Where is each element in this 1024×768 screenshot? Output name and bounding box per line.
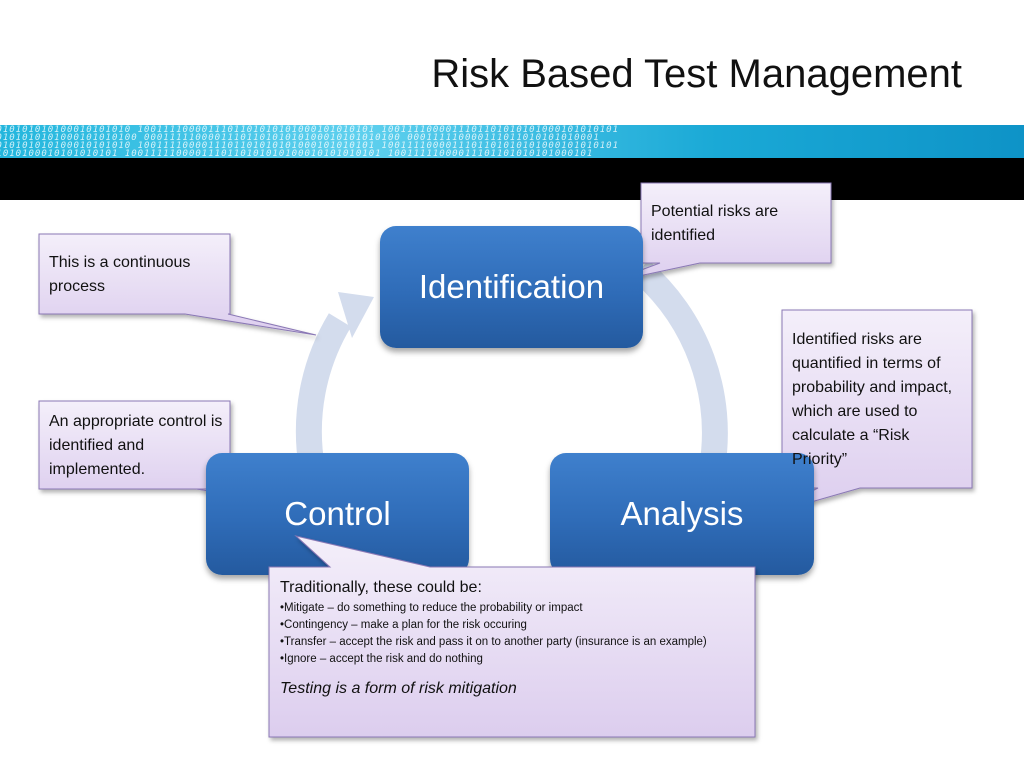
list-item: Ignore – accept the risk and do nothing: [280, 651, 744, 668]
callout-traditional-heading: Traditionally, these could be:: [280, 579, 482, 596]
callout-traditional-footer: Testing is a form of risk mitigation: [280, 680, 517, 697]
node-analysis: Analysis: [550, 453, 814, 575]
callout-traditional: Traditionally, these could be: Mitigate …: [270, 568, 754, 736]
callout-traditional-list: Mitigate – do something to reduce the pr…: [280, 600, 744, 668]
callout-continuous-text: This is a continuous process: [49, 254, 191, 295]
binary-text-row: 01010100010101010101 1001111100001110110…: [0, 149, 594, 159]
binary-banner: 1010101010100010101010 10011110000111011…: [0, 125, 1024, 158]
callout-potential-risks-box: [605, 182, 832, 284]
binary-text-row: 1010101010100010101010 10011110000111011…: [0, 125, 620, 135]
callout-potential-risks-text: Potential risks are identified: [651, 203, 779, 244]
binary-text-row: 10101010101000101010100 0001111100001110…: [0, 133, 600, 143]
cycle-arrowhead: [338, 292, 374, 338]
cycle-arc-left: [295, 313, 352, 471]
list-item: Contingency – make a plan for the risk o…: [280, 617, 744, 634]
header-black-band: [0, 158, 1024, 200]
callout-continuous-box: [38, 233, 317, 336]
cycle-arc-right: [631, 260, 728, 471]
callout-quantified-text: Identified risks are quantified in terms…: [792, 331, 953, 468]
node-identification: Identification: [380, 226, 643, 348]
list-item: Mitigate – do something to reduce the pr…: [280, 600, 744, 617]
list-item: Transfer – accept the risk and pass it o…: [280, 634, 744, 651]
slide-title: Risk Based Test Management: [431, 52, 962, 96]
node-control: Control: [206, 453, 469, 575]
callout-control-text: An appropriate control is identified and…: [49, 413, 223, 478]
binary-text-row: 1010101010100010101010 10011110000111011…: [0, 141, 620, 151]
